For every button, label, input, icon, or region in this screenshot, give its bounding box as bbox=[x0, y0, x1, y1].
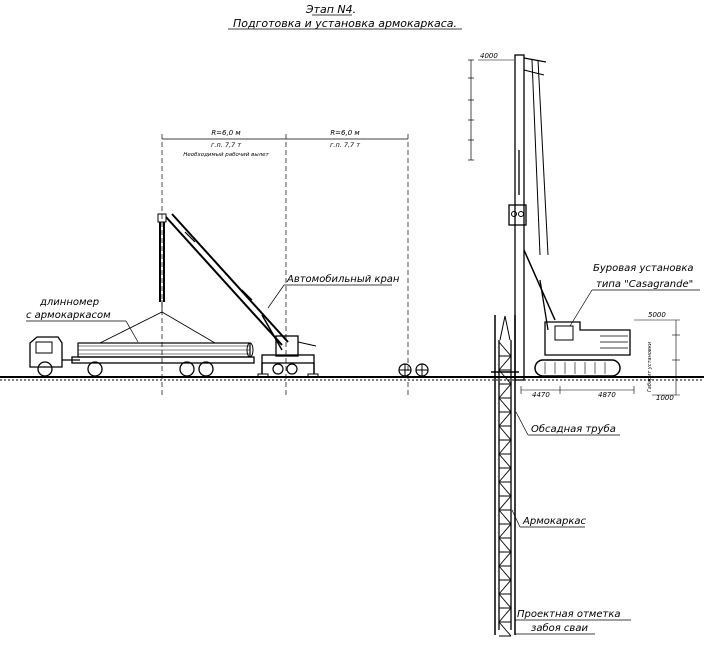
rig-dimensions: 4000 4470 4870 5000 1000 Габарит установ… bbox=[468, 52, 680, 402]
ground-line bbox=[0, 376, 704, 381]
rig-base-dim: 1000 bbox=[656, 394, 674, 402]
mobile-crane: Автомобильный кран bbox=[157, 213, 400, 378]
left-capacity-label: г.п. 7,7 т bbox=[211, 141, 241, 149]
pile-casing-and-cage: Обсадная труба Армокаркас Проектная отме… bbox=[491, 315, 631, 637]
track-left-dim: 4470 bbox=[532, 391, 550, 399]
bottom-label-line2: забоя сваи bbox=[531, 622, 588, 634]
left-note-label: Необходимый рабочий вылет bbox=[183, 152, 269, 158]
casing-label: Обсадная труба bbox=[531, 423, 616, 435]
truck-label-line2: с армокаркасом bbox=[26, 310, 111, 321]
rig-width-dim: 5000 bbox=[648, 311, 666, 319]
track-right-dim: 4870 bbox=[598, 391, 616, 399]
drilling-rig: Буровая установка типа "Casagrande" bbox=[508, 54, 700, 381]
title-block: Этап N4. Подготовка и установка армокарк… bbox=[228, 3, 462, 30]
cage-label: Армокаркас bbox=[522, 516, 587, 527]
truck-with-cage: длинномер с армокаркасом bbox=[26, 297, 255, 377]
stage-title: Этап N4. bbox=[305, 3, 356, 16]
rig-label-line1: Буровая установка bbox=[593, 263, 694, 274]
rig-label-line2: типа "Casagrande" bbox=[596, 279, 693, 290]
right-capacity-label: г.п. 7,7 т bbox=[330, 141, 360, 149]
right-radius-label: R=6,0 м bbox=[330, 129, 360, 137]
stage-subtitle: Подготовка и установка армокаркаса. bbox=[233, 17, 457, 30]
bottom-label-line1: Проектная отметка bbox=[517, 609, 621, 620]
cage-lattice bbox=[498, 341, 512, 637]
mast-top-dim: 4000 bbox=[480, 52, 498, 60]
rig-vertical-dim: Габарит установки bbox=[647, 341, 653, 392]
truck-label-line1: длинномер bbox=[39, 297, 99, 308]
left-radius-label: R=6,0 м bbox=[211, 129, 241, 137]
cable-reels bbox=[398, 363, 429, 377]
crane-label: Автомобильный кран bbox=[286, 273, 400, 285]
